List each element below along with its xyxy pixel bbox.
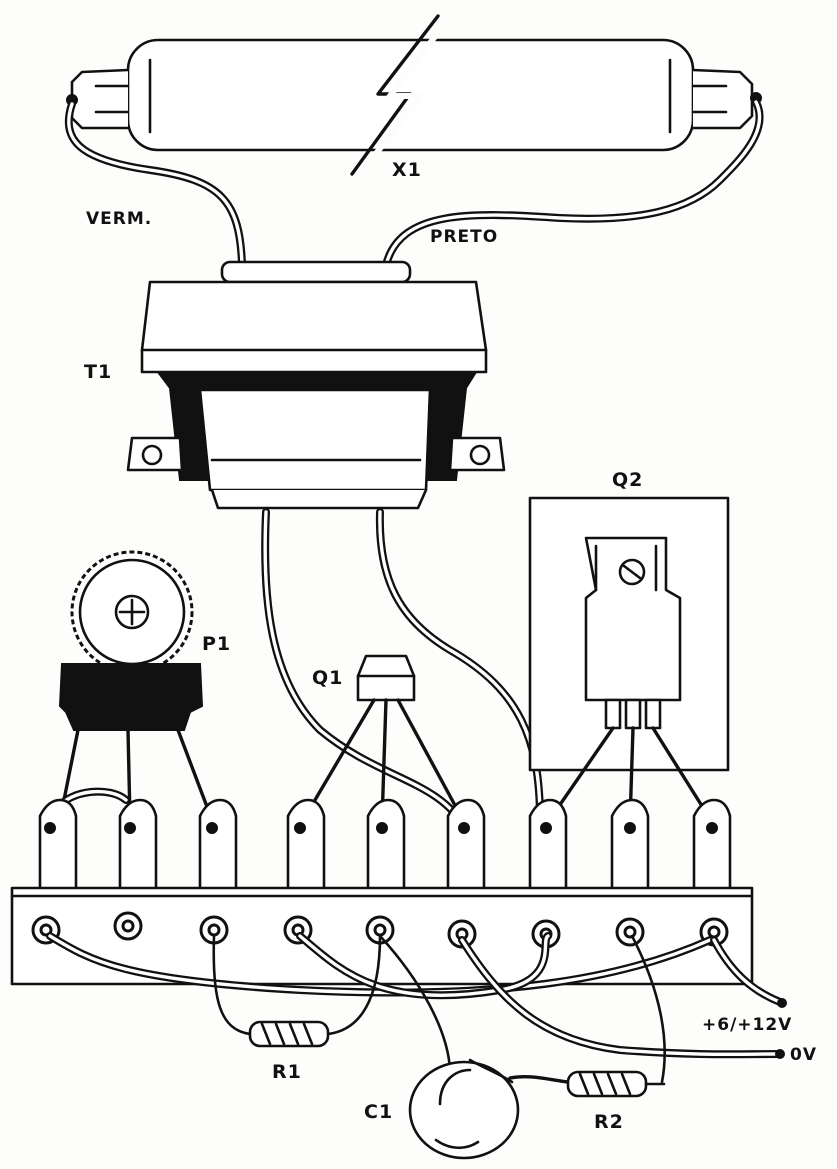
q1-transistor [300,654,466,824]
label-supply-zero: 0V [790,1045,817,1065]
supply-leads [775,998,787,1059]
label-r2: R2 [594,1111,624,1133]
tube-wires [64,98,764,269]
p1-trimmer-potentiometer [54,550,214,822]
x1-fluorescent-tube [66,14,762,176]
label-c1: C1 [364,1101,393,1123]
label-p1: P1 [202,633,231,655]
label-supply-positive: +6/+12V [702,1015,792,1035]
label-preto: PRETO [430,227,498,247]
q2-power-transistor [528,496,730,824]
label-q1: Q1 [312,667,343,689]
r1-resistor [248,1020,330,1048]
r2-resistor [566,1070,666,1098]
label-r1: R1 [272,1061,302,1083]
t1-transformer [126,260,506,510]
label-x1: X1 [392,159,422,181]
bottom-wiring [46,932,784,1084]
label-q2: Q2 [612,469,643,491]
label-verm: VERM. [86,209,152,229]
c1-capacitor [408,1058,520,1160]
terminal-lugs [38,798,732,888]
label-t1: T1 [84,361,112,383]
